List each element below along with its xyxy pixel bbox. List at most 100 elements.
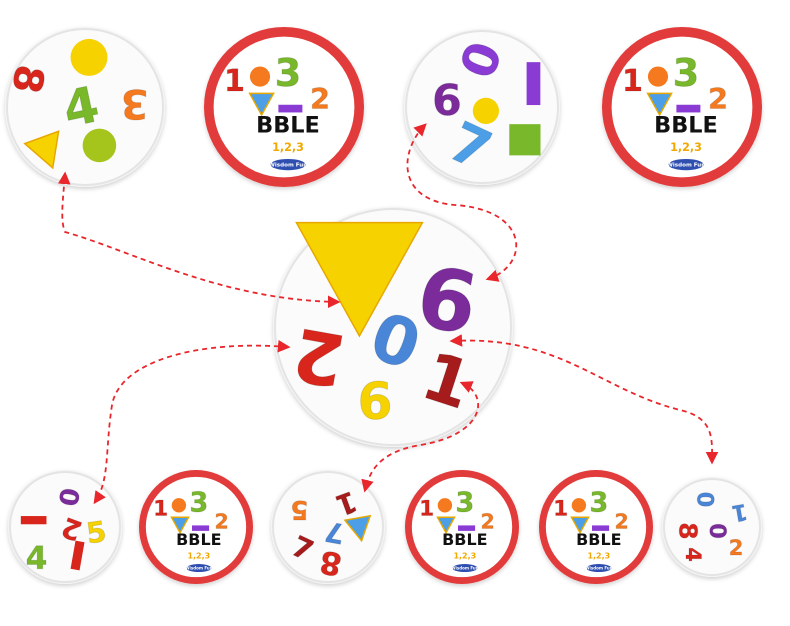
card-symbol-number[interactable]: 3 <box>189 487 209 519</box>
symbol-digit: 6 <box>357 372 392 431</box>
card-symbol-number[interactable]: 1 <box>553 496 569 522</box>
symbol-digit: 2 <box>729 536 744 560</box>
publisher-badge-icon <box>452 564 478 573</box>
card-symbol-number[interactable]: 6 <box>431 75 462 126</box>
symbol-digit: 6 <box>432 76 462 126</box>
card-symbol-number[interactable]: 2 <box>614 509 629 534</box>
card-symbol-number[interactable]: 2 <box>728 536 744 561</box>
symbol-digit: 3 <box>189 488 208 519</box>
card-symbol-number[interactable]: 1 <box>621 63 643 99</box>
symbol-digit: 3 <box>121 80 149 126</box>
symbol-digit: 0 <box>704 523 730 539</box>
top-card-3[interactable]: 067 <box>404 29 560 185</box>
publisher-badge-icon <box>586 564 612 573</box>
symbol-digit: 8 <box>674 522 703 539</box>
circle-icon[interactable] <box>571 498 587 513</box>
symbol-digit: 3 <box>589 488 608 519</box>
card-symbol-number[interactable]: 2 <box>707 82 728 117</box>
card-symbol-number[interactable]: 0 <box>691 491 718 508</box>
symbol-digit: 1 <box>622 64 643 99</box>
card-symbol-number[interactable]: 2 <box>214 509 229 534</box>
card-symbol-number[interactable]: 3 <box>589 487 609 519</box>
triangle-icon[interactable] <box>436 516 456 535</box>
circle-icon[interactable] <box>249 66 271 87</box>
brand-subtitle: 1,2,3 <box>187 551 210 560</box>
symbol-digit: 2 <box>708 82 728 116</box>
bar-icon[interactable] <box>20 516 47 525</box>
bar-icon[interactable] <box>278 104 303 113</box>
bar-icon[interactable] <box>192 525 210 531</box>
symbol-digit: 1 <box>153 496 168 521</box>
triangle-icon[interactable] <box>646 92 673 117</box>
card-symbol-number[interactable]: 1 <box>223 63 245 99</box>
symbol-digit: 2 <box>215 509 229 533</box>
symbol-digit: 2 <box>615 509 629 533</box>
card-symbol-number[interactable]: 0 <box>704 523 731 540</box>
circle-icon[interactable] <box>171 498 187 513</box>
circle-icon[interactable] <box>70 38 108 76</box>
circle-icon[interactable] <box>82 128 117 163</box>
triangle-icon[interactable] <box>570 516 590 535</box>
brand-subtitle: 1,2,3 <box>272 141 304 154</box>
card-symbol-number[interactable]: 4 <box>681 547 706 563</box>
circle-icon[interactable] <box>437 498 453 513</box>
publisher-badge-icon <box>668 159 704 171</box>
publisher-name: Wisdom Fun <box>585 565 613 570</box>
triangle-icon[interactable] <box>248 92 275 117</box>
bar-icon[interactable] <box>592 525 610 531</box>
brand-logo: BBLE <box>576 530 621 549</box>
bar-icon[interactable] <box>676 104 701 113</box>
card-symbol-number[interactable]: 8 <box>673 522 703 540</box>
brand-logo: BBLE <box>176 530 221 549</box>
card-symbol-number[interactable]: 2 <box>309 82 330 117</box>
publisher-name: Wisdom Fun <box>667 163 706 169</box>
publisher-name: Wisdom Fun <box>185 565 213 570</box>
card-symbol-number[interactable]: 5 <box>290 493 309 524</box>
arrow-six-match <box>406 123 518 282</box>
card-symbol-number[interactable]: 5 <box>84 514 109 550</box>
symbol-digit: 5 <box>84 515 108 550</box>
symbol-digit: 3 <box>455 488 474 519</box>
symbol-digit: 4 <box>26 540 48 576</box>
circle-icon[interactable] <box>647 66 669 87</box>
bar-icon[interactable] <box>526 62 541 106</box>
symbol-digit: 2 <box>310 82 330 116</box>
card-symbol-number[interactable]: 1 <box>153 496 169 522</box>
brand-logo: BBLE <box>654 113 718 139</box>
card-symbol-number[interactable]: 3 <box>455 487 475 519</box>
bar-icon[interactable] <box>458 525 476 531</box>
triangle-icon[interactable] <box>343 514 374 543</box>
symbol-digit: 3 <box>275 51 302 96</box>
square-icon[interactable] <box>509 124 541 156</box>
symbol-digit: 1 <box>553 496 568 521</box>
triangle-icon[interactable] <box>23 130 70 174</box>
card-symbol-number[interactable]: 1 <box>729 497 750 526</box>
card-symbol-number[interactable]: 6 <box>357 371 393 431</box>
card-symbol-number[interactable]: 3 <box>672 50 700 96</box>
card-symbol-number[interactable]: 3 <box>274 50 302 96</box>
card-symbol-number[interactable]: 3 <box>120 80 149 127</box>
arrow-two-match <box>93 339 291 505</box>
symbol-digit: 1 <box>419 496 434 521</box>
bar-icon[interactable] <box>70 540 85 571</box>
card-symbol-number[interactable]: 1 <box>419 496 435 522</box>
brand-subtitle: 1,2,3 <box>453 551 476 560</box>
publisher-badge-icon <box>186 564 212 573</box>
circle-icon[interactable] <box>472 97 500 125</box>
triangle-icon[interactable] <box>170 516 190 535</box>
card-symbol-number[interactable]: 4 <box>25 540 48 577</box>
match-arrows <box>57 123 719 505</box>
brand-logo: BBLE <box>256 113 320 139</box>
card-symbol-number[interactable]: 0 <box>54 485 88 509</box>
card-symbol-number[interactable]: 2 <box>480 509 495 534</box>
